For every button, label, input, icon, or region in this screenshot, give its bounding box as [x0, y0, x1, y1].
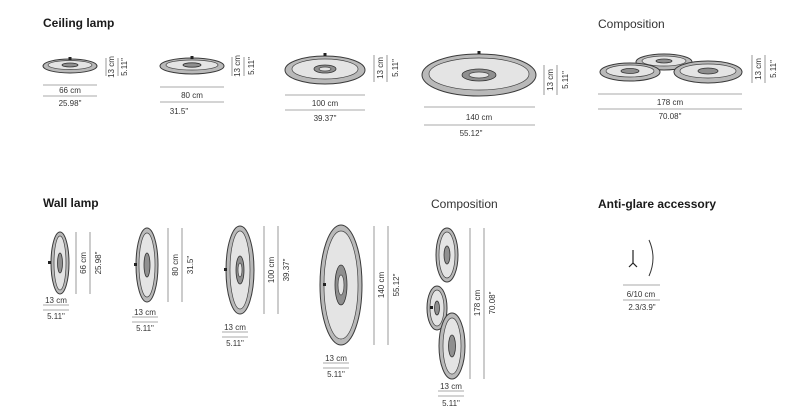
ceiling-composition: 178 cm 70.08" 13 cm 5.11" — [598, 53, 778, 121]
wall-100-depth-cm: 13 cm — [224, 323, 246, 332]
ceiling-66-width-in: 25.98" — [59, 99, 82, 108]
wall-80-height-cm: 80 cm — [171, 254, 180, 276]
wall-140-depth-in: 5.11" — [327, 370, 345, 379]
wall-lamp-140: 140 cm 55.12" 13 cm 5.11" — [319, 224, 401, 379]
wall-comp-height-in: 70.08" — [488, 291, 497, 314]
wall-80-height-in: 31.5" — [186, 256, 195, 275]
wall-66-depth-cm: 13 cm — [45, 296, 67, 305]
wall-66-height-in: 25.98" — [94, 251, 103, 274]
ceiling-lamp-140: 140 cm 55.12" 13 cm 5.11" — [421, 51, 570, 138]
wall-lamp-80: 80 cm 31.5" 13 cm 5.11" — [132, 227, 195, 333]
ceiling-140-height-in: 5.11" — [561, 71, 570, 89]
wall-80-depth-in: 5.11" — [136, 324, 154, 333]
wall-140-height-cm: 140 cm — [377, 272, 386, 299]
wall-composition: 178 cm 70.08" 13 cm 5.11" — [426, 227, 497, 408]
wall-100-depth-in: 5.11" — [226, 339, 244, 348]
ceiling-lamp-title: Ceiling lamp — [43, 16, 114, 30]
wall-140-depth-cm: 13 cm — [325, 354, 347, 363]
wall-100-height-in: 39.37" — [282, 258, 291, 281]
ceiling-140-width-cm: 140 cm — [466, 113, 493, 122]
wall-66-height-cm: 66 cm — [79, 252, 88, 274]
ceiling-lamp-100: 100 cm 39.37" 13 cm 5.11" — [284, 53, 400, 123]
wall-80-depth-cm: 13 cm — [134, 308, 156, 317]
ceiling-comp-width-in: 70.08" — [659, 112, 682, 121]
ceiling-140-height-cm: 13 cm — [546, 69, 555, 91]
ceiling-comp-height-in: 5.11" — [769, 60, 778, 78]
antiglare-size-cm: 6/10 cm — [627, 290, 656, 299]
ceiling-100-height-cm: 13 cm — [376, 57, 385, 79]
ceiling-100-height-in: 5.11" — [391, 59, 400, 77]
ceiling-lamp-80: 80 cm 31.5" 13 cm 5.11" — [159, 55, 256, 116]
ceiling-80-height-in: 5.11" — [247, 57, 256, 75]
wall-composition-title: Composition — [431, 197, 498, 211]
wall-lamp-title: Wall lamp — [43, 196, 99, 210]
ceiling-100-width-cm: 100 cm — [312, 99, 339, 108]
wall-140-height-in: 55.12" — [392, 273, 401, 296]
ceiling-80-height-cm: 13 cm — [233, 55, 242, 77]
ceiling-composition-title: Composition — [598, 17, 665, 31]
ceiling-100-width-in: 39.37" — [314, 114, 337, 123]
antiglare-accessory: 6/10 cm 2.3/3.9" — [623, 239, 660, 312]
wall-100-height-cm: 100 cm — [267, 257, 276, 284]
ceiling-lamp-66: 66 cm 25.98" 13 cm 5.11" — [42, 56, 129, 108]
ceiling-66-width-cm: 66 cm — [59, 86, 81, 95]
ceiling-66-height-cm: 13 cm — [107, 56, 116, 78]
wall-comp-depth-cm: 13 cm — [440, 382, 462, 391]
antiglare-title: Anti-glare accessory — [598, 197, 716, 211]
ceiling-80-width-cm: 80 cm — [181, 91, 203, 100]
wall-comp-height-cm: 178 cm — [473, 290, 482, 317]
ceiling-comp-height-cm: 13 cm — [754, 58, 763, 80]
ceiling-66-height-in: 5.11" — [120, 58, 129, 76]
wall-comp-depth-in: 5.11" — [442, 399, 460, 408]
wall-lamp-100: 100 cm 39.37" 13 cm 5.11" — [222, 225, 291, 348]
ceiling-80-width-in: 31.5" — [170, 107, 189, 116]
wall-lamp-66: 66 cm 25.98" 13 cm 5.11" — [43, 231, 103, 321]
antiglare-size-in: 2.3/3.9" — [628, 303, 655, 312]
ceiling-comp-width-cm: 178 cm — [657, 98, 684, 107]
wall-66-depth-in: 5.11" — [47, 312, 65, 321]
ceiling-140-width-in: 55.12" — [460, 129, 483, 138]
